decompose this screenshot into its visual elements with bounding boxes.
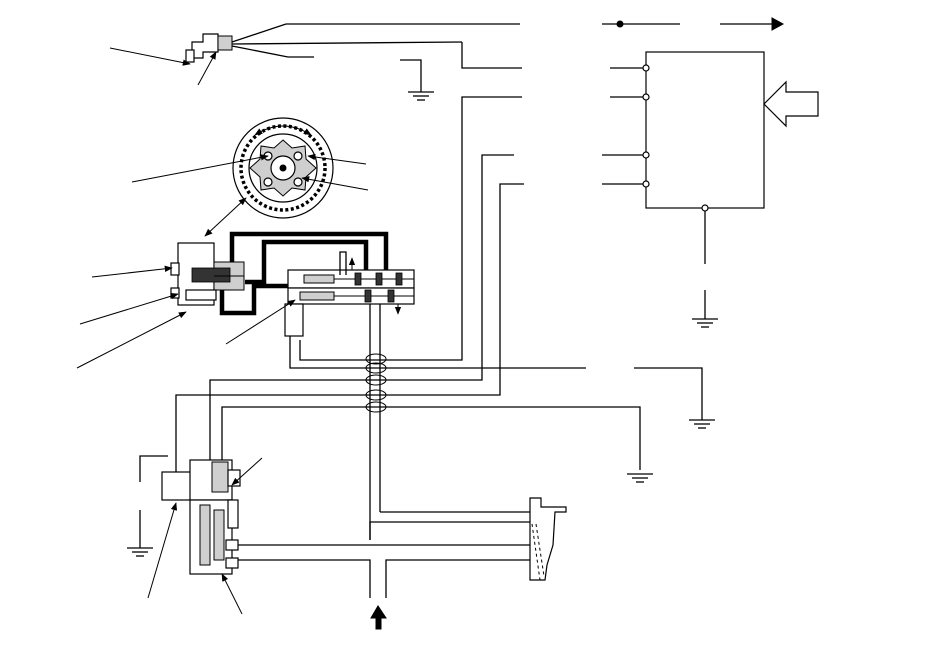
lower-valve-assembly xyxy=(126,455,263,615)
top-wiring xyxy=(286,17,785,101)
control-unit xyxy=(602,51,819,328)
block-arrow-icon xyxy=(763,80,819,128)
signal-wires xyxy=(175,96,716,483)
flow-arrow-icon xyxy=(771,17,785,31)
rotation-arrow-icon xyxy=(254,125,312,136)
wire-harness-loops xyxy=(365,353,387,413)
actuator xyxy=(76,242,245,369)
ground-symbol-icon xyxy=(626,473,654,483)
ground-symbol-icon xyxy=(691,318,719,328)
hydraulic-cylinder xyxy=(529,497,567,581)
bottom-piping xyxy=(238,511,530,630)
ground-symbol-icon xyxy=(407,91,435,101)
spool-valve xyxy=(225,251,415,540)
flow-arrow-icon xyxy=(370,605,387,630)
ground-symbol-icon xyxy=(126,547,154,557)
gear-rotor-assembly xyxy=(131,117,369,237)
ground-symbol-icon xyxy=(688,419,716,429)
hydraulic-pressure-lines xyxy=(219,231,389,316)
leader-lines-top-sensor xyxy=(109,47,217,86)
top-sensor xyxy=(185,23,463,63)
